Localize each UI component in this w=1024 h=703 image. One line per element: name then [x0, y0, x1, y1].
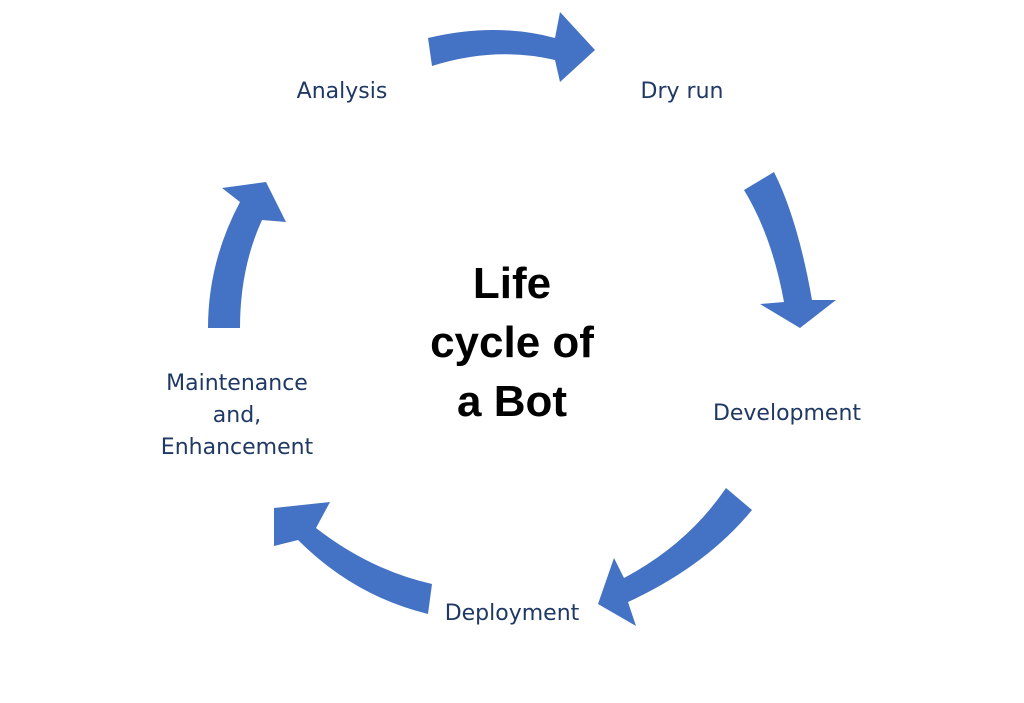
arrow-analysis-to-dry-run	[428, 12, 595, 82]
arrow-dry-run-to-development	[744, 172, 836, 328]
center-title: Life cycle of a Bot	[392, 254, 632, 431]
stage-development-text: Development	[712, 401, 862, 426]
stage-analysis-text: Analysis	[296, 79, 388, 104]
stage-deployment-text: Deployment	[444, 601, 580, 626]
stage-maintenance-line-3: Enhancement	[160, 435, 314, 460]
stage-development-label: Development	[692, 398, 882, 430]
arrow-development-to-deployment	[598, 488, 752, 626]
arrow-deployment-to-maintenance	[274, 502, 432, 614]
stage-maintenance-line-1: Maintenance	[166, 371, 308, 396]
center-title-line-3: a Bot	[457, 377, 567, 426]
arrow-maintenance-to-analysis	[208, 182, 286, 328]
stage-dry-run-text: Dry run	[640, 79, 724, 104]
stage-deployment-label: Deployment	[422, 598, 602, 630]
center-title-line-1: Life	[472, 259, 552, 308]
stage-maintenance-label: Maintenance and, Enhancement	[142, 368, 332, 464]
stage-analysis-label: Analysis	[262, 76, 422, 108]
stage-maintenance-line-2: and,	[212, 403, 262, 428]
center-title-line-2: cycle of	[430, 318, 594, 367]
stage-dry-run-label: Dry run	[602, 76, 762, 108]
